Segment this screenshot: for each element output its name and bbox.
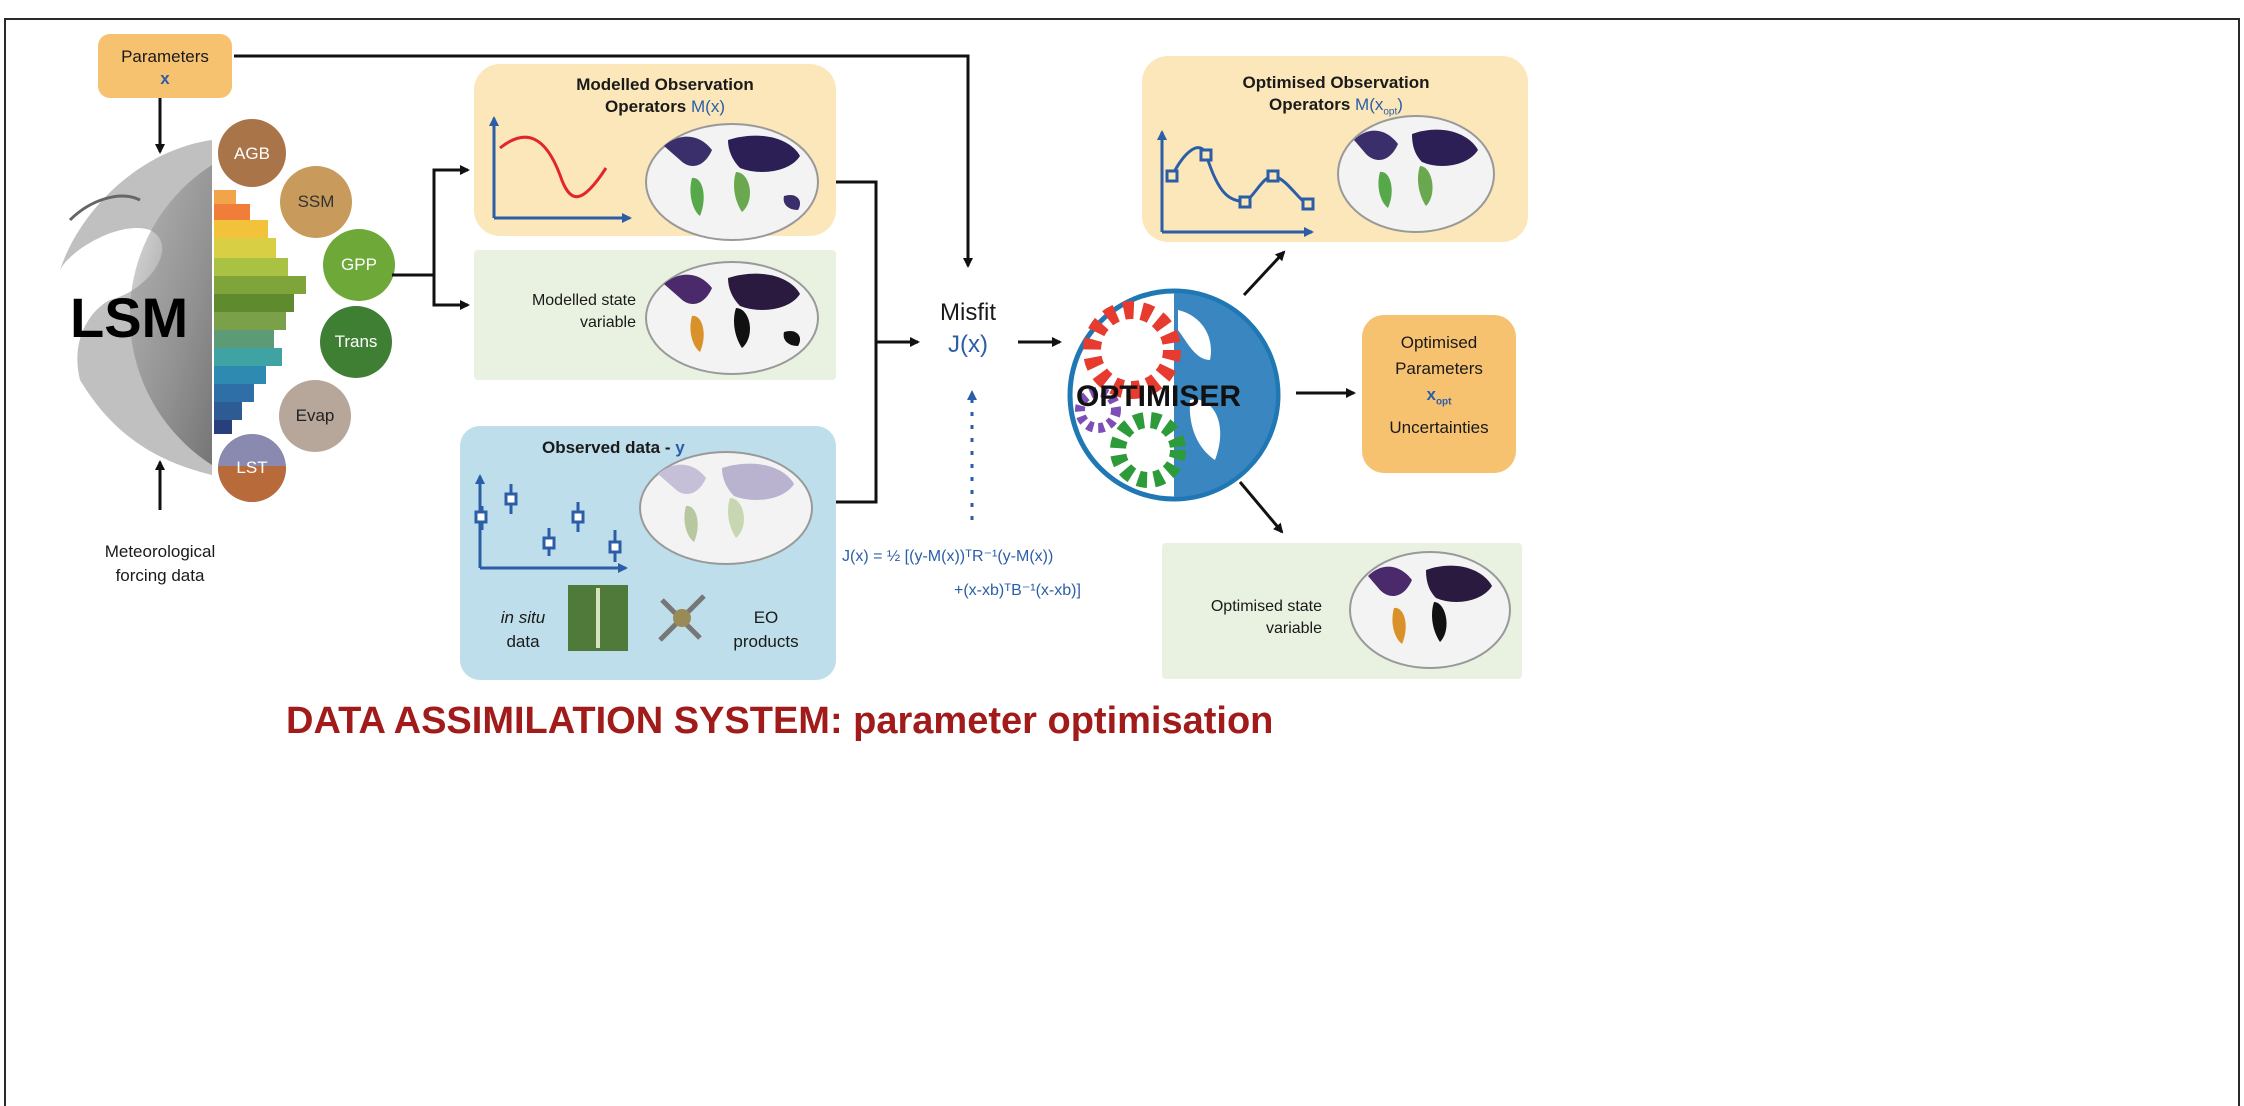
eo-satellite-icon [658,594,706,642]
variable-label-evap: Evap [295,406,335,425]
misfit-label: Misfit J(x) [940,299,996,358]
modelled-observation-plot [489,116,632,223]
footer-title: DATA ASSIMILATION SYSTEM: parameter opti… [286,700,1274,742]
modelled-state-label: Modelled state variable [531,292,636,331]
parameters-box [98,34,232,98]
variable-label-lst: LST [236,458,268,477]
observed-data-title: Observed data - y [542,438,685,457]
modelled-observation-title: Modelled Observation Operators M(x) [576,75,754,116]
forcing-label: Meteorological forcing data [104,542,216,585]
map-modelled-state [645,261,819,375]
optimiser-label: OPTIMISER [1076,380,1242,413]
map-observed-data [639,451,813,565]
optimised-observation-title: Optimised Observation Operators M(xopt) [1242,73,1430,118]
diagram-frame [4,18,2240,1106]
optimised-observation-plot [1157,130,1315,237]
variable-label-ssm: SSM [297,192,335,211]
map-modelled-observation [645,123,819,241]
optimiser-globe [1067,288,1281,502]
variable-label-agb: AGB [234,144,270,163]
optimised-parameters-box [1362,315,1516,473]
variable-colour-bars [214,190,306,434]
optimised-state-label: Optimised state variable [1210,598,1322,637]
eo-products-label: EO products [733,608,799,651]
variable-label-gpp: GPP [341,255,377,274]
map-optimised-state [1349,551,1511,669]
observed-data-plot [474,474,628,573]
lsm-globe [60,140,212,475]
map-optimised-observation [1337,115,1495,233]
variable-label-trans: Trans [334,332,378,351]
cost-function-equation: J(x) = ½ [(y-M(x))ᵀR⁻¹(y-M(x)) +(x-xb)ᵀB… [842,548,1081,599]
parameters-label: Parameters x [121,47,209,88]
connector-arrows [155,54,1356,534]
in-situ-label: in situ data [500,608,546,651]
lsm-label: LSM [70,286,189,349]
optimised-parameters-label: Optimised Parameters xopt Uncertainties [1389,333,1489,438]
variable-circles [218,119,395,502]
